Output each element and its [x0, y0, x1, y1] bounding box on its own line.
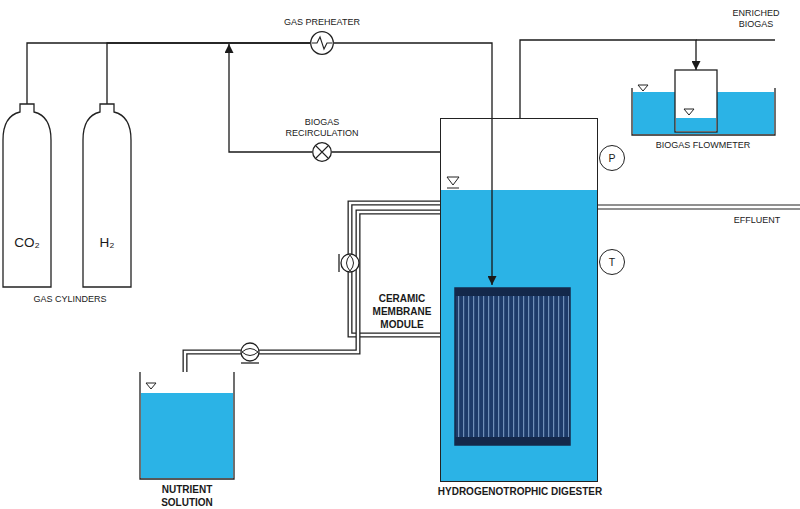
group-label: GAS CYLINDERS	[10, 294, 130, 305]
temperature-gauge: T	[599, 249, 625, 275]
pump-symbol	[339, 254, 359, 272]
nutrient-tank: NUTRIENT SOLUTION	[140, 372, 234, 479]
gas-preheater: GAS PREHEATER	[310, 31, 334, 55]
stream-label: EFFLUENT	[722, 215, 792, 226]
pipe-connector	[332, 152, 440, 153]
digester-liquid	[441, 190, 597, 481]
nutrient-tank	[140, 372, 234, 479]
node-label: H₂	[82, 233, 132, 252]
node-heading: BIOGAS FLOWMETER	[628, 140, 778, 151]
liquid-loop-pipe	[350, 203, 440, 335]
node-label: P	[600, 151, 624, 166]
node-label: CO₂	[2, 233, 52, 252]
part-label: CERAMIC MEMBRANE MODULE	[366, 292, 438, 331]
gas-preheater-outline	[310, 31, 334, 55]
node-heading: BIOGAS RECIRCULATION	[272, 117, 372, 139]
gas-line	[696, 39, 775, 40]
flowmeter-vessel	[632, 70, 775, 135]
gas-cylinder: H₂	[82, 100, 132, 288]
node-label: T	[600, 255, 624, 270]
pipe-connector	[27, 43, 310, 104]
pipe-connector	[520, 40, 696, 118]
gas-cylinder-outline	[82, 100, 132, 288]
stream-label: ENRICHED BIOGAS	[718, 8, 794, 30]
pump-symbol	[241, 343, 259, 363]
membrane-module	[455, 288, 570, 445]
gas-cylinder-outline	[2, 100, 52, 288]
biogas-flowmeter: BIOGAS FLOWMETER	[630, 68, 776, 136]
gas-cylinder: CO₂	[2, 100, 52, 288]
node-heading: GAS PREHEATER	[282, 17, 362, 28]
pressure-gauge: P	[599, 145, 625, 171]
pipe-connector	[185, 212, 440, 372]
recirculation-pump-outline	[312, 142, 332, 162]
liquid-loop-pipe	[350, 203, 440, 335]
node-heading: HYDROGENOTROPHIC DIGESTER	[410, 485, 630, 498]
level-marker	[447, 177, 459, 185]
effluent-pipe	[598, 204, 800, 205]
level-marker	[447, 188, 459, 189]
node-heading: NUTRIENT SOLUTION	[140, 483, 234, 509]
digester-vessel: HYDROGENOTROPHIC DIGESTER	[440, 118, 598, 482]
pipe-connector	[107, 43, 310, 104]
effluent-pipe	[598, 208, 800, 209]
recirculation-pump: BIOGAS RECIRCULATION	[312, 142, 332, 162]
